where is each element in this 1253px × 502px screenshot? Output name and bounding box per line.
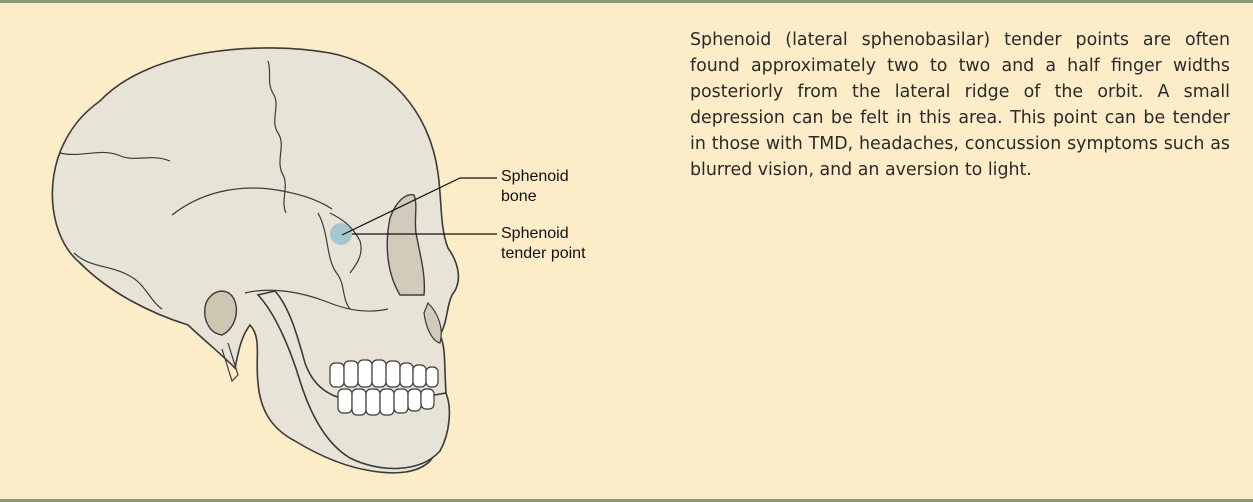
label-sphenoid-bone: Sphenoid bone <box>501 167 569 207</box>
description-text: Sphenoid (lateral sphenobasilar) tender … <box>690 27 1230 183</box>
label-tender-point-line2: tender point <box>501 245 586 262</box>
label-tender-point: Sphenoid tender point <box>501 224 586 264</box>
label-tender-point-line1: Sphenoid <box>501 225 569 242</box>
sphenoid-tender-point <box>330 223 352 245</box>
label-sphenoid-bone-line1: Sphenoid <box>501 168 569 185</box>
label-sphenoid-bone-line2: bone <box>501 188 537 205</box>
